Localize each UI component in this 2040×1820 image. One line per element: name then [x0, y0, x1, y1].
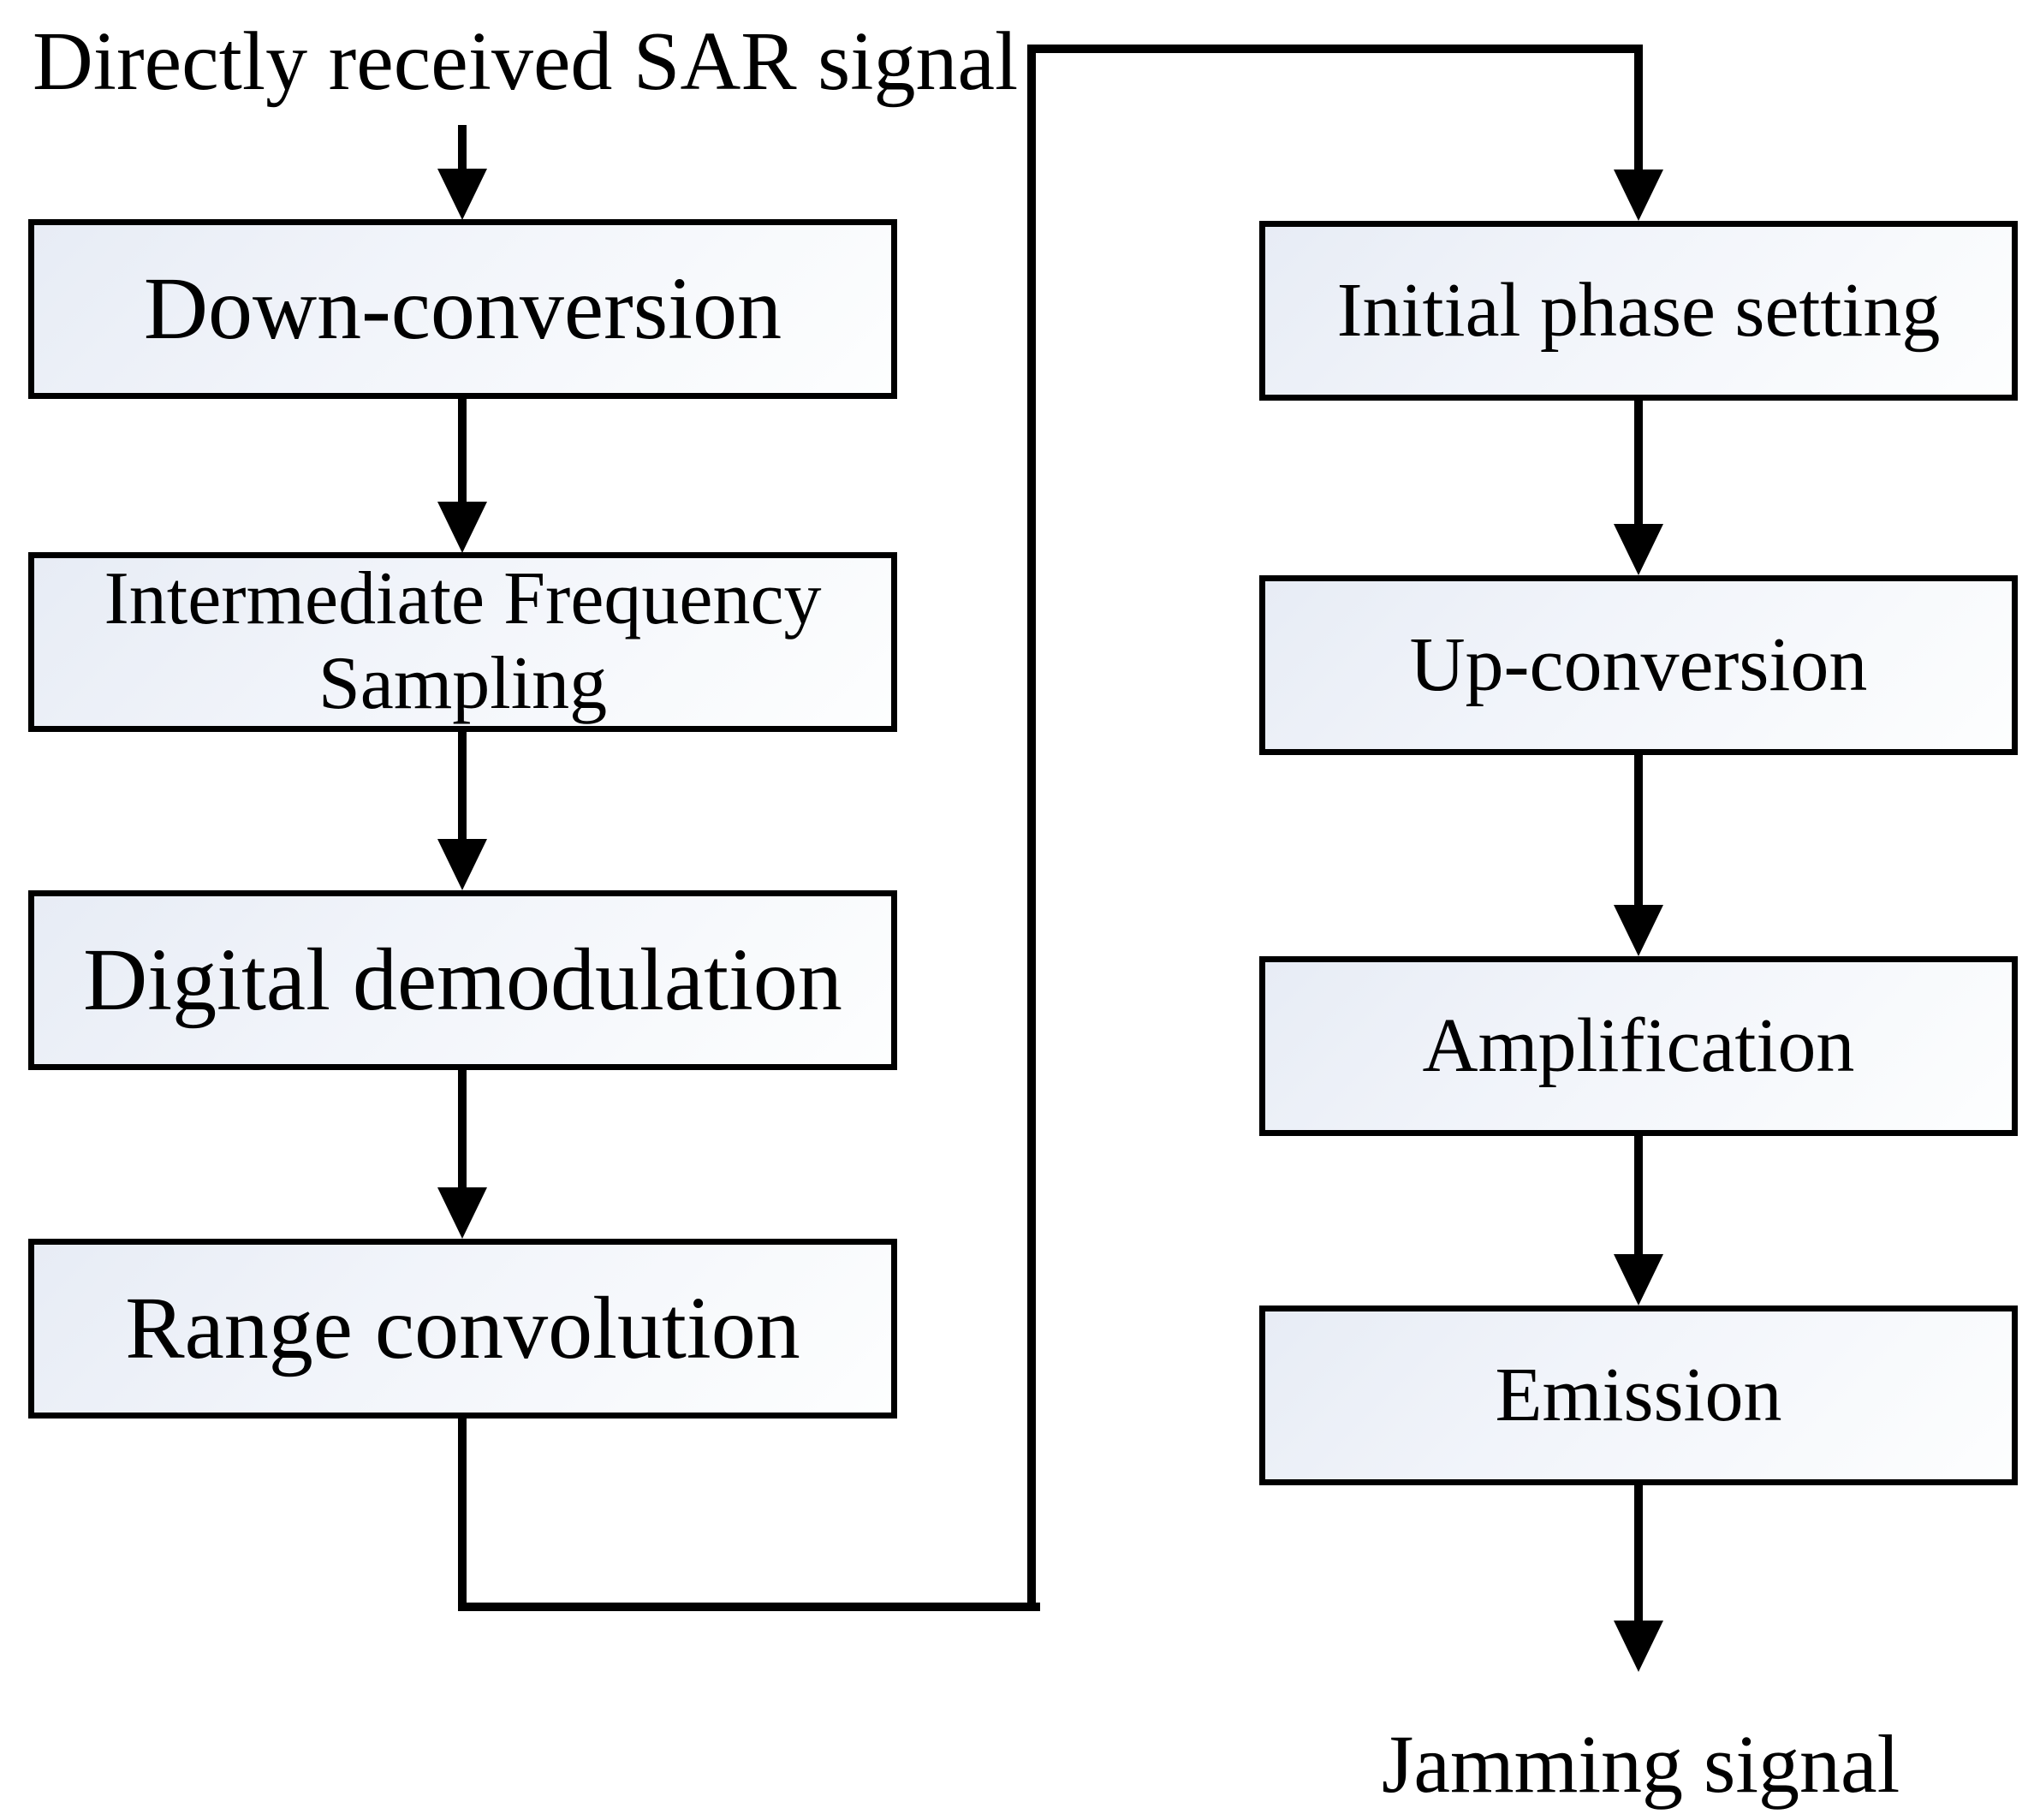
arrow-shaft-emission-to-output	[1634, 1485, 1643, 1622]
arrow-head-connector-to-initial-phase	[1614, 170, 1663, 221]
arrow-head-input-to-down-conversion	[437, 169, 487, 220]
arrow-head-up-conversion-to-amplification	[1614, 905, 1663, 956]
node-intermediate-frequency-sampling: Intermediate Frequency Sampling	[28, 552, 897, 732]
node-down-conversion-label: Down-conversion	[143, 259, 782, 358]
input-signal-label: Directly received SAR signal	[33, 15, 1019, 108]
arrow-head-initial-phase-to-up-conversion	[1614, 524, 1663, 575]
arrow-shaft-digital-demodulation-to-range-convolution	[458, 1070, 467, 1189]
node-up-conversion: Up-conversion	[1259, 575, 2018, 755]
node-up-conversion-label: Up-conversion	[1409, 622, 1868, 707]
arrow-head-if-sampling-to-digital-demodulation	[437, 839, 487, 890]
arrow-shaft-amplification-to-emission	[1634, 1136, 1643, 1256]
node-amplification-label: Amplification	[1422, 1002, 1855, 1088]
node-intermediate-frequency-sampling-line2: Sampling	[318, 642, 608, 725]
arrow-shaft-if-sampling-to-digital-demodulation	[458, 732, 467, 841]
node-digital-demodulation: Digital demodulation	[28, 890, 897, 1070]
arrow-head-emission-to-output	[1614, 1621, 1663, 1672]
connector-down-to-initial-phase	[1634, 45, 1643, 171]
connector-top-horizontal	[1027, 45, 1643, 53]
node-initial-phase-setting: Initial phase setting	[1259, 221, 2018, 401]
arrow-head-digital-demodulation-to-range-convolution	[437, 1187, 487, 1239]
arrow-shaft-input-to-down-conversion	[458, 125, 467, 171]
arrow-head-amplification-to-emission	[1614, 1254, 1663, 1306]
node-emission-label: Emission	[1495, 1352, 1782, 1437]
node-amplification: Amplification	[1259, 956, 2018, 1136]
arrow-shaft-down-conversion-to-if-sampling	[458, 399, 467, 503]
node-range-convolution: Range convolution	[28, 1239, 897, 1419]
connector-bottom-horizontal	[458, 1603, 1040, 1611]
node-emission: Emission	[1259, 1306, 2018, 1485]
node-down-conversion: Down-conversion	[28, 219, 897, 399]
output-signal-label: Jamming signal	[1382, 1718, 1900, 1810]
node-initial-phase-setting-label: Initial phase setting	[1336, 267, 1941, 353]
node-range-convolution-label: Range convolution	[125, 1278, 800, 1377]
arrow-shaft-up-conversion-to-amplification	[1634, 755, 1643, 907]
arrow-head-down-conversion-to-if-sampling	[437, 502, 487, 553]
node-digital-demodulation-label: Digital demodulation	[83, 930, 842, 1029]
arrow-shaft-initial-phase-to-up-conversion	[1634, 401, 1643, 526]
connector-down-from-range-convolution	[458, 1419, 467, 1611]
node-intermediate-frequency-sampling-line1: Intermediate Frequency	[104, 557, 822, 641]
connector-middle-vertical	[1027, 45, 1036, 1611]
